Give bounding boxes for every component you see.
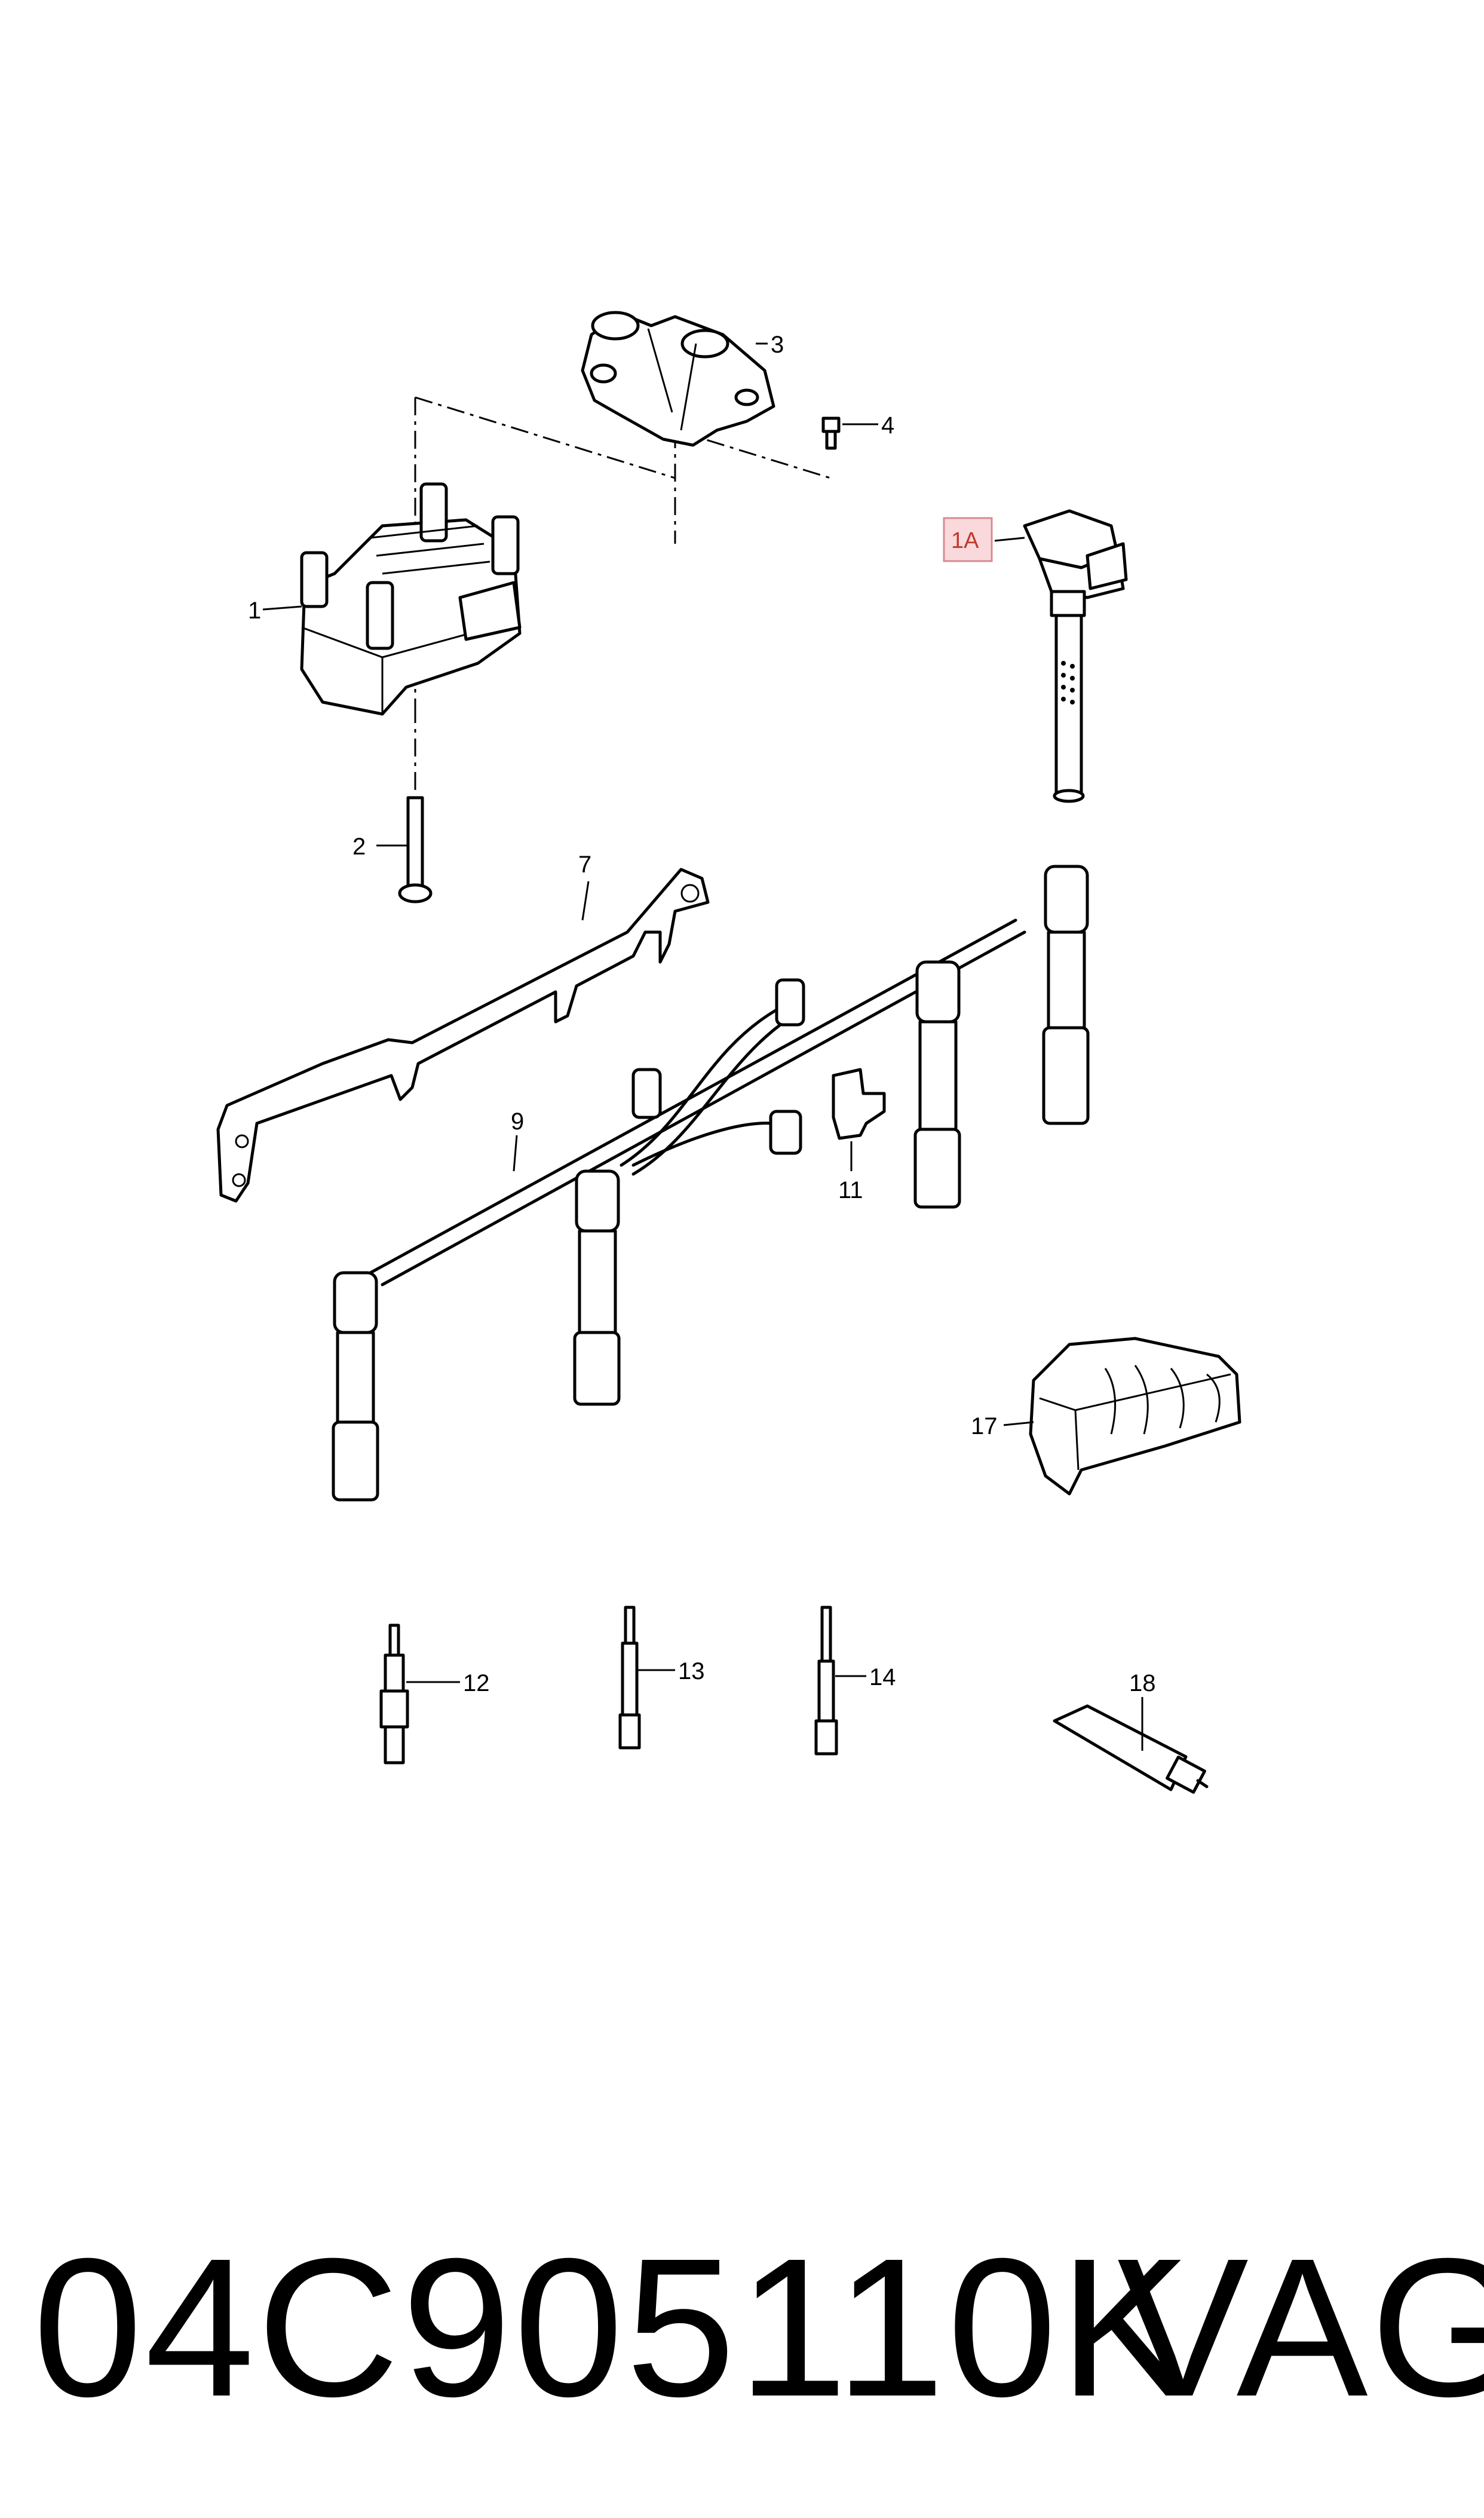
plug-connector-4 xyxy=(1042,865,1090,1125)
callout-18: 18 xyxy=(1129,1670,1156,1696)
part-17-lead-holder xyxy=(1029,1337,1241,1496)
part-9-ignition-lead-set xyxy=(332,865,1090,1502)
callout-9: 9 xyxy=(511,1108,524,1135)
part-13-glow-plug xyxy=(618,1606,641,1750)
part-1a-ignition-coil xyxy=(1023,509,1128,803)
callout-12: 12 xyxy=(463,1670,490,1696)
callout-13: 13 xyxy=(678,1658,705,1684)
part-11-cable-clip xyxy=(832,1068,886,1140)
callout-labels: 3 4 1A 1 2 7 9 11 17 12 13 14 18 xyxy=(248,332,1156,1696)
part-3-bracket xyxy=(581,311,775,447)
part-number-label: 04C905110K xyxy=(33,2217,1194,2437)
leader-lines xyxy=(262,342,1143,1751)
callout-3: 3 xyxy=(771,332,784,358)
highlight-box-1a xyxy=(943,517,993,562)
callout-4: 4 xyxy=(881,412,894,439)
part-12-spark-plug xyxy=(379,1623,409,1765)
plug-connector-2 xyxy=(573,1169,621,1406)
callout-17: 17 xyxy=(971,1413,998,1439)
part-4-bolt xyxy=(821,416,841,450)
callout-14: 14 xyxy=(869,1664,896,1690)
brand-label: VAG xyxy=(1117,2217,1484,2437)
callout-1a: 1A xyxy=(951,528,979,553)
callout-7: 7 xyxy=(578,851,591,878)
part-1-ignition-coil-pack xyxy=(300,482,522,716)
coil-grip-dots xyxy=(1061,661,1075,704)
part-7-cable-bracket xyxy=(216,868,710,1203)
plug-connector-1 xyxy=(332,1271,379,1502)
part-18-grease-tube xyxy=(1053,1704,1209,1794)
part-2-bolt xyxy=(398,796,433,903)
plug-connector-3 xyxy=(913,960,961,1209)
callout-11: 11 xyxy=(838,1177,863,1203)
part-14-glow-plug xyxy=(814,1606,838,1756)
callout-2: 2 xyxy=(352,834,366,860)
callout-1: 1 xyxy=(248,598,261,624)
